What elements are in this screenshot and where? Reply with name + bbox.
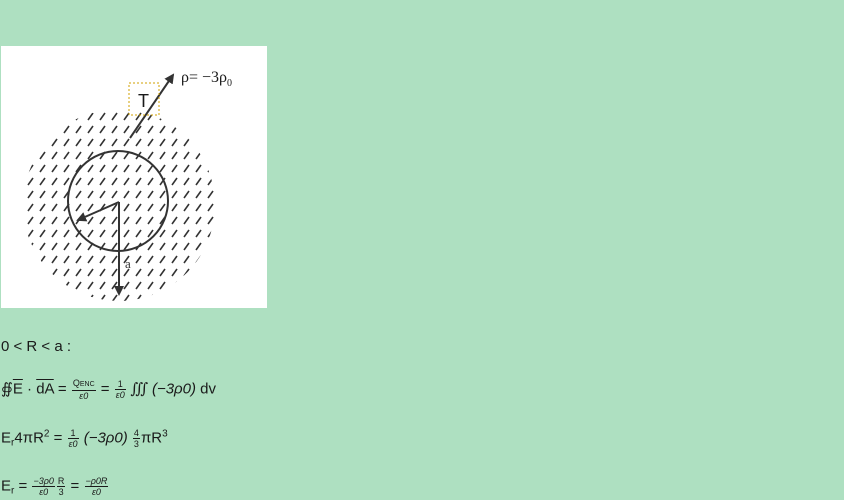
R-exponent: 2 (43, 428, 50, 440)
R-symbol: R (33, 429, 44, 447)
dv-term: dv (195, 380, 216, 398)
r-subscript: r (11, 437, 15, 449)
equals-sign: = (53, 380, 71, 398)
numerator-one: 1 (67, 428, 79, 439)
epsilon-denominator: ε0 (68, 439, 78, 449)
closed-surface-integral: ∯ (1, 381, 13, 398)
charge-density-expression: (−3ρ0) (151, 380, 196, 398)
equals-sign: = (66, 477, 84, 495)
a-label: a (125, 256, 131, 271)
dA-vector: dA (36, 380, 54, 398)
R-exponent: 3 (162, 428, 168, 440)
q-enc-fraction: QENC ε0 (71, 378, 96, 401)
r-subscript: r (11, 485, 15, 497)
dot-operator: · (22, 380, 37, 398)
denominator-three: 3 (133, 439, 139, 449)
fraction-numerator: R (56, 476, 66, 487)
fraction-denominator: ε0 (91, 487, 101, 497)
epsilon-denominator: ε0 (79, 391, 89, 401)
epsilon-denominator: ε0 (115, 390, 125, 400)
rho-label: ρ= −3ρ0 (181, 69, 232, 89)
sphere-diagram: T ρ= −3ρ0 a (23, 69, 232, 301)
field-arrow-inner (76, 201, 120, 222)
equals-sign: = (96, 380, 114, 398)
radial-arrow-up (129, 73, 175, 139)
charge-density-expression: (−3ρ0) (79, 429, 132, 447)
fraction-denominator: 3 (58, 487, 64, 497)
enc-subscript: ENC (79, 381, 95, 388)
region-heading: 0 < R < a : (1, 338, 72, 355)
T-highlight-box (128, 82, 160, 116)
numerator-one: 1 (114, 379, 126, 390)
T-label: T (138, 91, 149, 111)
q-symbol: Q (72, 378, 80, 388)
fraction-numerator: −3ρ0 (32, 476, 55, 487)
numerator-four: 4 (132, 428, 140, 439)
equals-sign: = (49, 429, 67, 447)
E-symbol: E (1, 429, 12, 447)
E-symbol: E (1, 477, 12, 495)
charged-sphere-figure: T ρ= −3ρ0 a (1, 46, 267, 308)
equals-sign: = (14, 477, 32, 495)
E-vector: E (12, 380, 23, 398)
fraction-denominator: ε0 (39, 487, 49, 497)
fraction-numerator: −ρ0R (84, 476, 109, 487)
pi-R: πR (140, 429, 163, 447)
four-pi: 4π (14, 429, 34, 447)
triple-integral: ∭ (126, 381, 152, 398)
